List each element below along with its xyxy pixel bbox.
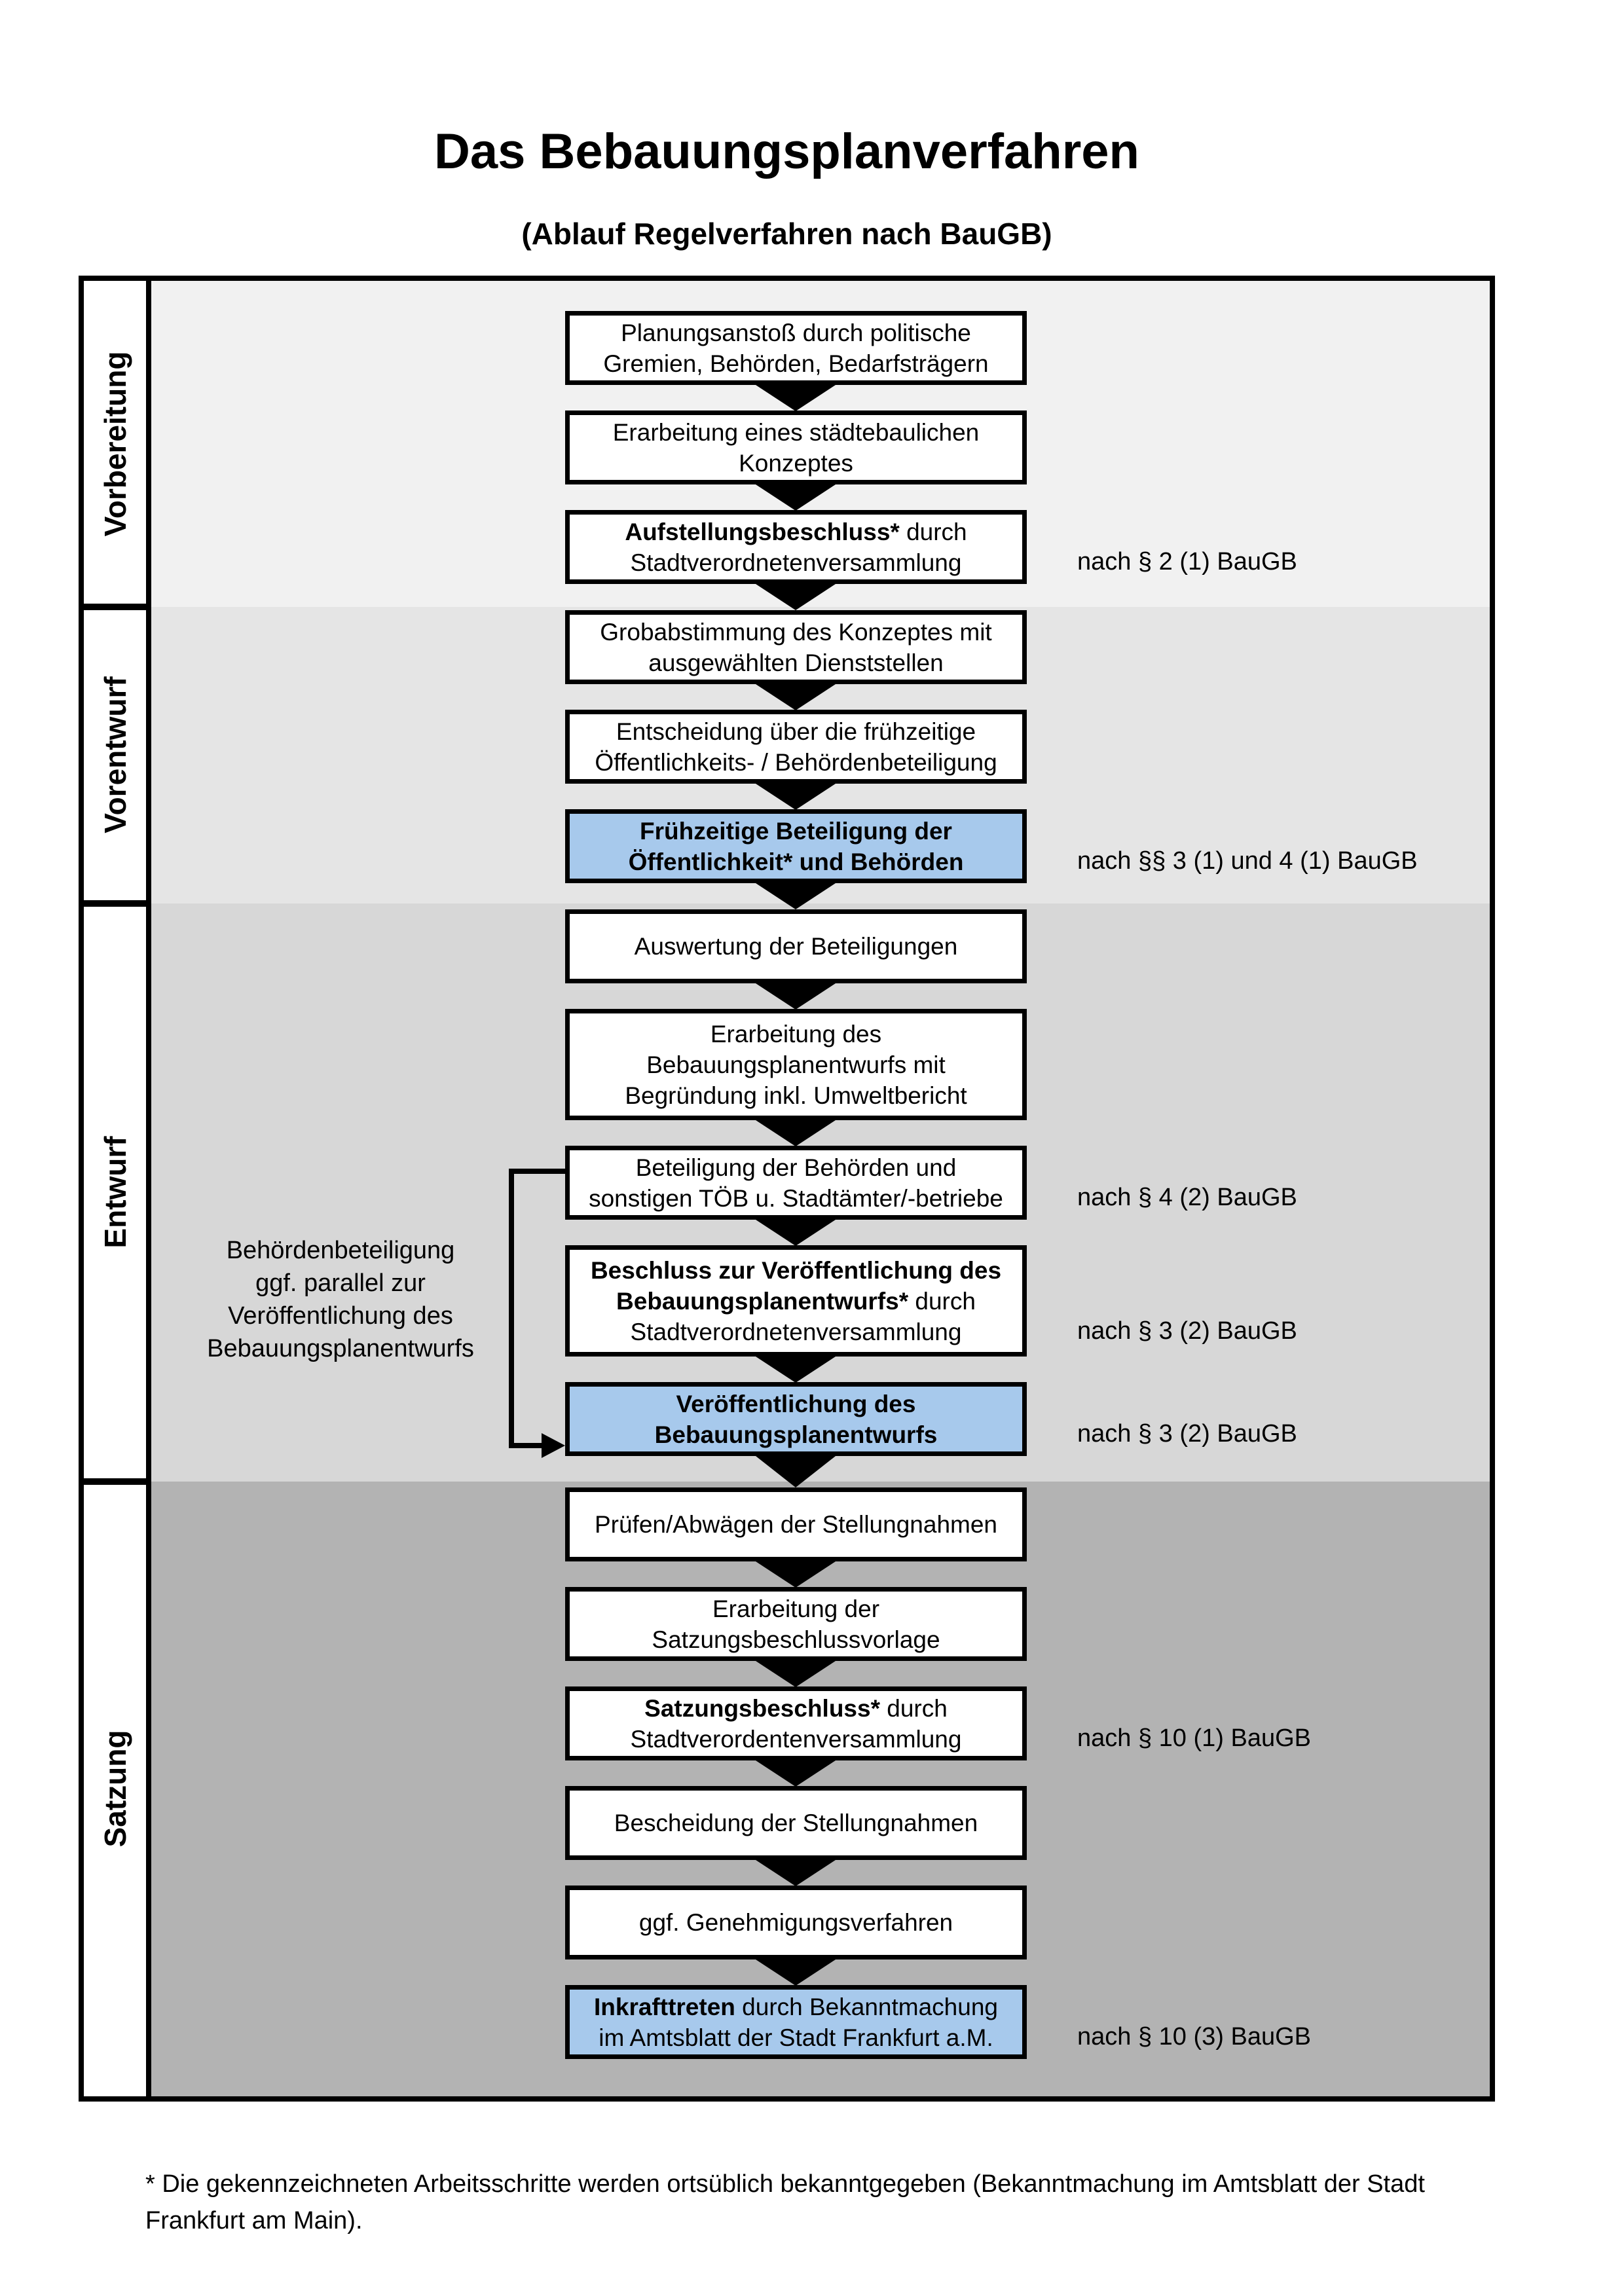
sidebar-divider [84,900,151,907]
bypass-arrowhead-icon [542,1433,565,1458]
sidebar-item-satzung: Satzung [98,1730,132,1848]
flow-box-satzungsbeschluss: Satzungsbeschluss* durch Stadtverordente… [565,1686,1027,1760]
down-arrow [756,684,836,710]
flow-box-inkrafttreten: Inkrafttreten durch Bekanntmachung im Am… [565,1985,1027,2059]
legal-ref-fruehzeitige-beteiligung: nach §§ 3 (1) und 4 (1) BauGB [1077,847,1418,875]
page-subtitle: (Ablauf Regelverfahren nach BauGB) [521,217,1052,251]
flow-box-aufstellungsbeschluss: Aufstellungsbeschluss* durch Stadtverord… [565,510,1027,584]
flow-box-behoerdenbeteiligung-toeb: Beteiligung der Behörden und sonstigen T… [565,1146,1027,1220]
process-frame [79,276,1495,2102]
flow-box-satzungsbeschlussvorlage: Erarbeitung der Satzungsbeschlussvorlage [565,1587,1027,1661]
down-arrow [756,484,836,511]
flow-box-beschluss-veroeffentlichung: Beschluss zur Veröffentlichung des Bebau… [565,1245,1027,1357]
down-arrow [756,1860,836,1886]
flow-box-staedtebauliches-konzept: Erarbeitung eines städtebaulichen Konzep… [565,410,1027,484]
down-arrow [756,1959,836,1986]
legal-ref-beschluss-veroeffentlichung: nach § 3 (2) BauGB [1077,1317,1297,1345]
down-arrow [756,1357,836,1383]
down-arrow [756,1120,836,1146]
down-arrow [756,385,836,411]
legal-ref-veroeffentlichung: nach § 3 (2) BauGB [1077,1420,1297,1448]
page-title: Das Bebauungsplanverfahren [434,124,1139,179]
down-arrow [756,1456,836,1487]
legal-ref-satzungsbeschluss: nach § 10 (1) BauGB [1077,1724,1311,1752]
phase-sidebar [84,281,151,2096]
down-arrow [756,1760,836,1787]
legal-ref-behoerdenbeteiligung: nach § 4 (2) BauGB [1077,1184,1297,1211]
flow-box-planungsanstoss: Planungsanstoß durch politische Gremien,… [565,311,1027,385]
down-arrow [756,1661,836,1687]
legal-ref-inkrafttreten: nach § 10 (3) BauGB [1077,2023,1311,2050]
flow-box-erarbeitung-bebauungsplanentwurf: Erarbeitung des Bebauungsplanentwurfs mi… [565,1009,1027,1120]
legal-ref-aufstellungsbeschluss: nach § 2 (1) BauGB [1077,548,1297,575]
bypass-connector-bottom [509,1443,542,1448]
flow-box-entscheidung-fruehzeitige-beteiligung: Entscheidung über die frühzeitige Öffent… [565,710,1027,784]
sidebar-divider [84,604,151,610]
side-note: Behördenbeteiligung ggf. parallel zur Ve… [207,1237,474,1362]
down-arrow [756,983,836,1010]
down-arrow [756,584,836,610]
sidebar-item-vorbereitung: Vorbereitung [98,351,132,537]
down-arrow [756,784,836,810]
flow-box-grobabstimmung: Grobabstimmung des Konzeptes mit ausgewä… [565,610,1027,684]
sidebar-item-vorentwurf: Vorentwurf [98,676,132,833]
down-arrow [756,883,836,909]
flow-box-fruehzeitige-beteiligung: Frühzeitige Beteiligung der Öffentlichke… [565,809,1027,883]
sidebar-divider [84,1478,151,1485]
flow-box-pruefen-abwaegen: Prüfen/Abwägen der Stellungnahmen [565,1487,1027,1561]
flow-box-bescheidung-stellungnahmen: Bescheidung der Stellungnahmen [565,1786,1027,1860]
flow-box-genehmigungsverfahren: ggf. Genehmigungsverfahren [565,1886,1027,1959]
footnote: * Die gekennzeichneten Arbeitsschritte w… [145,2170,1425,2234]
flow-box-veroeffentlichung-entwurf: Veröffentlichung des Bebauungsplanentwur… [565,1382,1027,1456]
sidebar-item-entwurf: Entwurf [98,1136,132,1248]
down-arrow [756,1220,836,1246]
bypass-connector-vertical [509,1169,514,1448]
down-arrow [756,1561,836,1588]
bypass-connector-top [509,1169,565,1174]
flow-box-auswertung-beteiligungen: Auswertung der Beteiligungen [565,909,1027,983]
